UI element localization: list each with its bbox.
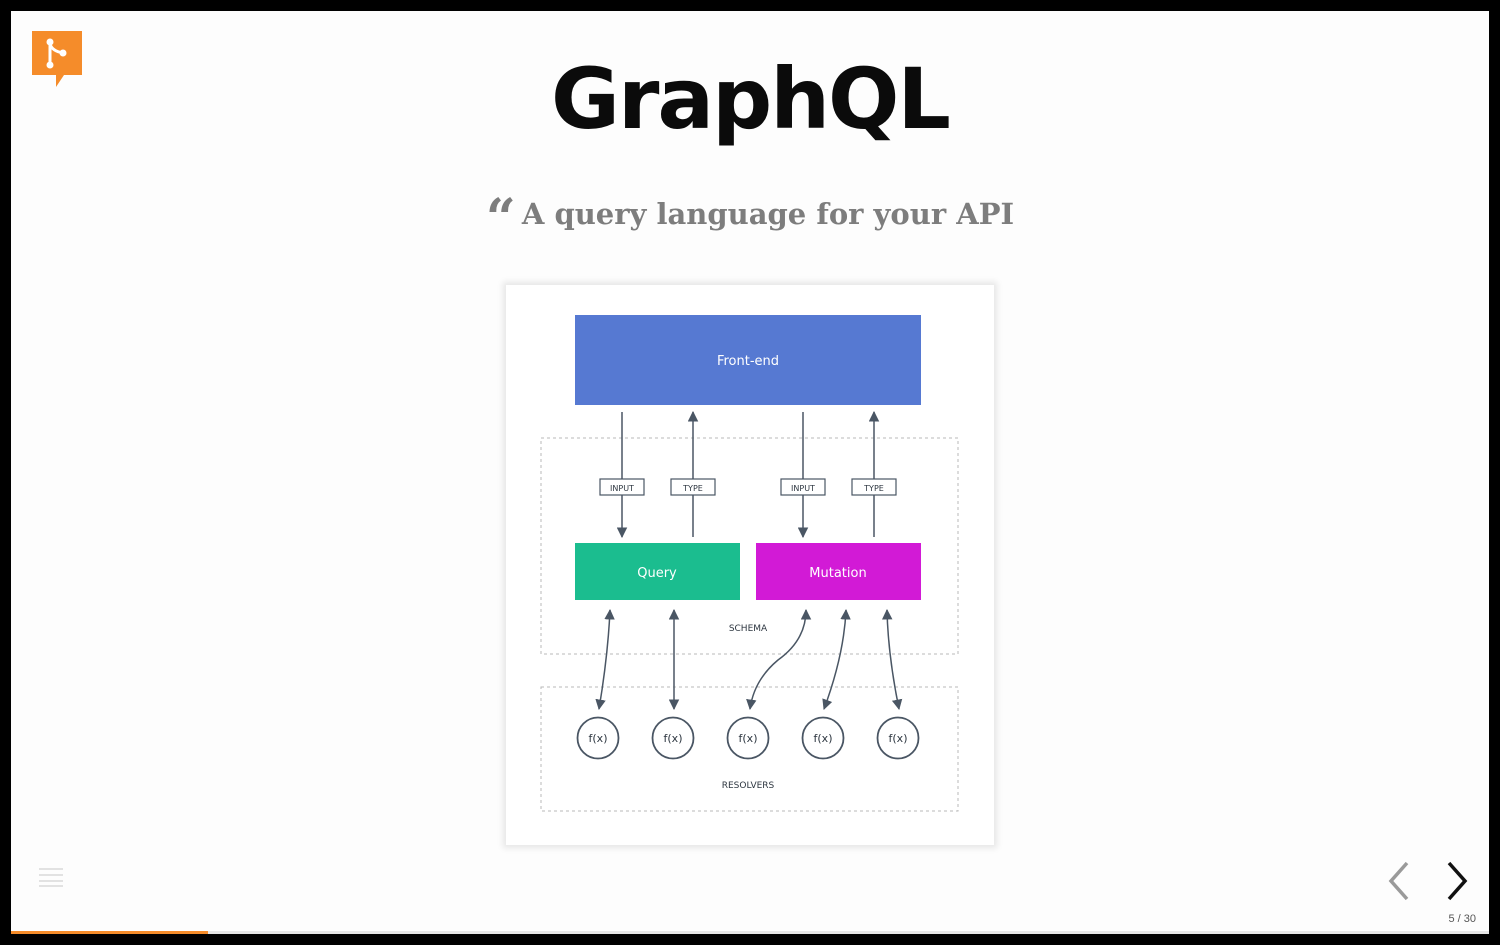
graphql-diagram: Front-end INPUT TYPE INPUT TYPE Query Mu…	[506, 285, 994, 845]
frontend-box	[575, 315, 921, 405]
resolver-3-label: f(x)	[739, 732, 758, 745]
prev-slide-button[interactable]	[1383, 859, 1415, 903]
quote-text: A query language for your API	[521, 197, 1015, 231]
type-tag-2	[851, 478, 897, 496]
quote-icon: “	[485, 188, 516, 249]
git-branch-logo-icon	[30, 29, 84, 89]
hamburger-menu-icon[interactable]	[39, 867, 65, 887]
resolver-5: f(x)	[876, 716, 920, 760]
slide-frame: GraphQL “A query language for your API F…	[11, 11, 1489, 934]
input-tag-2-label: INPUT	[791, 484, 815, 493]
slide-title: GraphQL	[551, 50, 951, 148]
progress-fill	[11, 931, 209, 934]
resolver-5-label: f(x)	[889, 732, 908, 745]
resolver-2-label: f(x)	[664, 732, 683, 745]
resolvers-region	[540, 686, 959, 812]
resolver-arrow-1	[595, 608, 615, 711]
resolver-arrow-3	[746, 608, 812, 711]
resolver-4-label: f(x)	[814, 732, 833, 745]
query-label: Query	[637, 566, 677, 581]
schema-label: SCHEMA	[729, 624, 768, 634]
frontend-label: Front-end	[717, 354, 779, 369]
resolver-3: f(x)	[726, 716, 770, 760]
resolver-arrow-4	[822, 608, 851, 710]
resolver-1: f(x)	[576, 716, 620, 760]
resolver-4: f(x)	[801, 716, 845, 760]
next-slide-button[interactable]	[1441, 859, 1473, 903]
resolver-1-label: f(x)	[589, 732, 608, 745]
type-tag-1-label: TYPE	[682, 484, 703, 493]
resolver-2: f(x)	[651, 716, 695, 760]
input-tag-2	[780, 478, 826, 496]
query-box	[575, 543, 740, 600]
chevron-right-icon	[1447, 861, 1468, 901]
input-tag-1	[599, 478, 645, 496]
resolvers-label: RESOLVERS	[722, 781, 775, 791]
mutation-label: Mutation	[809, 566, 866, 581]
mutation-box	[756, 543, 921, 600]
resolver-arrow-5	[881, 608, 903, 711]
type-tag-1	[670, 478, 716, 496]
slide-quote: “A query language for your API	[11, 188, 1489, 249]
chevron-left-icon	[1388, 861, 1409, 901]
slide-counter: 5 / 30	[1448, 913, 1476, 925]
type-tag-2-label: TYPE	[863, 484, 884, 493]
input-tag-1-label: INPUT	[610, 484, 634, 493]
progress-bar	[11, 931, 1489, 934]
